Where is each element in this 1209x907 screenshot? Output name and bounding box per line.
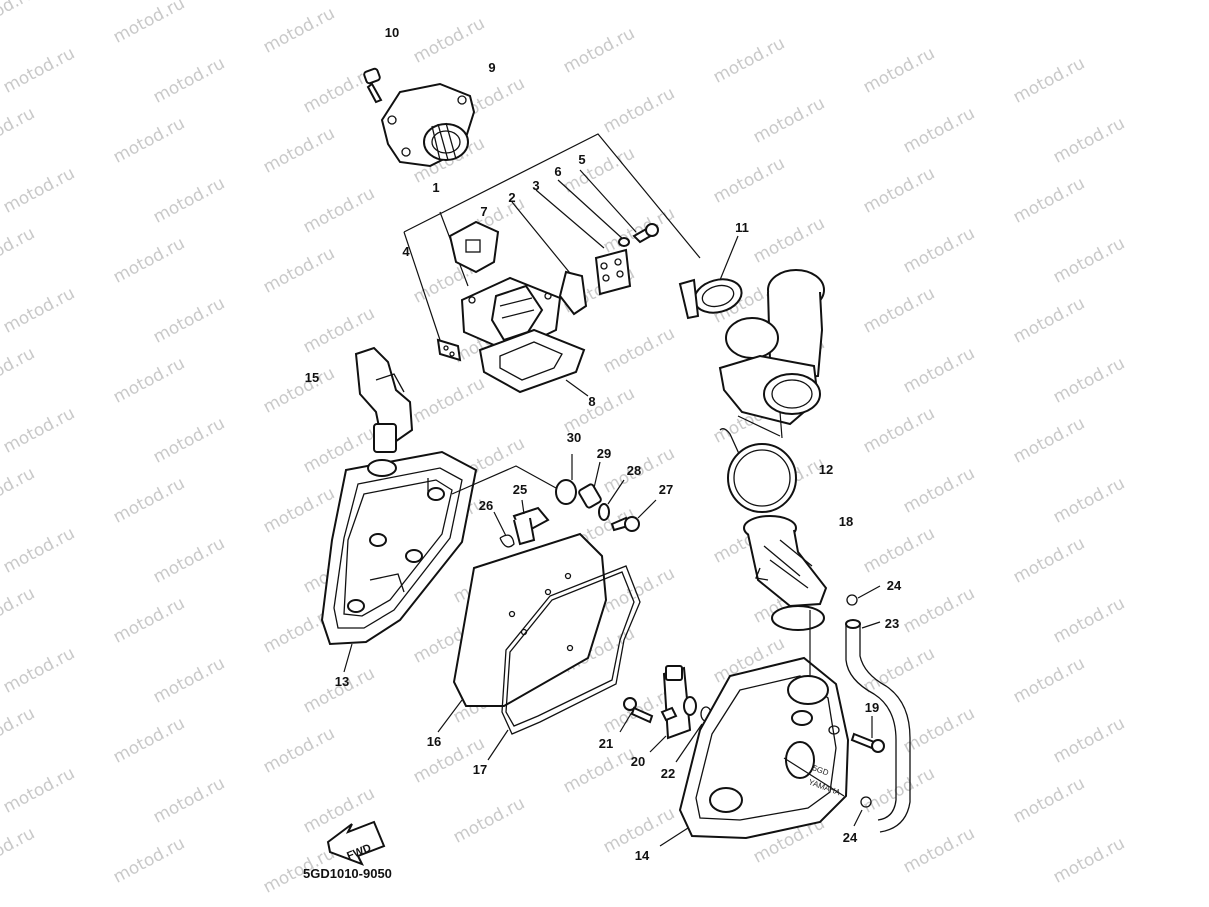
callout-21: 21 xyxy=(599,736,613,751)
callout-18: 18 xyxy=(839,514,853,529)
part-6-washer xyxy=(618,237,630,247)
callout-13: 13 xyxy=(335,674,349,689)
callout-25: 25 xyxy=(513,482,527,497)
part-25-joint xyxy=(512,499,550,546)
part-18-intake-boot xyxy=(743,515,828,631)
callout-10: 10 xyxy=(385,25,399,40)
part-3-plate xyxy=(594,248,632,296)
part-23-hose xyxy=(845,619,911,833)
fwd-arrow-icon: FWD xyxy=(326,820,386,866)
callout-1: 1 xyxy=(432,180,439,195)
callout-11: 11 xyxy=(735,220,749,235)
part-27-screw xyxy=(610,499,657,532)
callout-22: 22 xyxy=(661,766,675,781)
part-12-band xyxy=(719,428,797,513)
callout-19: 19 xyxy=(865,700,879,715)
callout-16: 16 xyxy=(427,734,441,749)
callout-29: 29 xyxy=(597,446,611,461)
callout-24-upper: 24 xyxy=(887,578,902,593)
carburetor-joint xyxy=(718,269,825,439)
part-30-grommet xyxy=(555,454,577,505)
part-19-screw xyxy=(850,716,885,753)
part-29-collar xyxy=(578,461,602,509)
callout-12: 12 xyxy=(819,462,833,477)
part-11-clamp xyxy=(678,235,743,320)
part-24-clip-upper xyxy=(846,585,881,606)
callout-8: 8 xyxy=(588,394,595,409)
part-9-manifold xyxy=(380,82,476,168)
part-17-seal xyxy=(487,565,641,761)
part-7-stopper xyxy=(448,220,500,274)
group-bracket-top xyxy=(403,133,701,259)
part-26-clip xyxy=(493,511,515,548)
callout-6: 6 xyxy=(554,164,561,179)
callout-26: 26 xyxy=(479,498,493,513)
callout-23: 23 xyxy=(885,616,899,631)
part-24-clip-lower xyxy=(853,796,872,827)
part-14-air-cleaner-case: 5GD YAMAHA xyxy=(659,610,850,847)
callout-layer: 1 2 3 4 5 6 7 8 9 10 11 12 13 14 15 16 1… xyxy=(305,25,902,863)
callout-27: 27 xyxy=(659,482,673,497)
callout-20: 20 xyxy=(631,754,645,769)
diagram-code: 5GD1010-9050 xyxy=(303,866,392,881)
callout-17: 17 xyxy=(473,762,487,777)
callout-14: 14 xyxy=(635,848,650,863)
part-5-screw xyxy=(632,223,659,244)
callout-28: 28 xyxy=(627,463,641,478)
part-13-air-cleaner-case xyxy=(320,450,478,673)
callout-15: 15 xyxy=(305,370,319,385)
callout-24-lower: 24 xyxy=(843,830,858,845)
part-21-screw xyxy=(619,697,654,733)
part-10-bolt xyxy=(363,67,383,104)
callout-3: 3 xyxy=(532,178,539,193)
callout-5: 5 xyxy=(578,152,585,167)
part-8-gasket xyxy=(478,328,589,397)
callout-7: 7 xyxy=(480,204,487,219)
part-2-reed-plate xyxy=(558,270,588,316)
callout-2: 2 xyxy=(508,190,515,205)
part-4-gasket xyxy=(436,338,462,362)
callout-4: 4 xyxy=(402,244,410,259)
callout-9: 9 xyxy=(488,60,495,75)
part-20-joint xyxy=(649,665,697,753)
callout-30: 30 xyxy=(567,430,581,445)
part-28-washer xyxy=(598,479,625,521)
part-15-breather xyxy=(354,346,414,453)
